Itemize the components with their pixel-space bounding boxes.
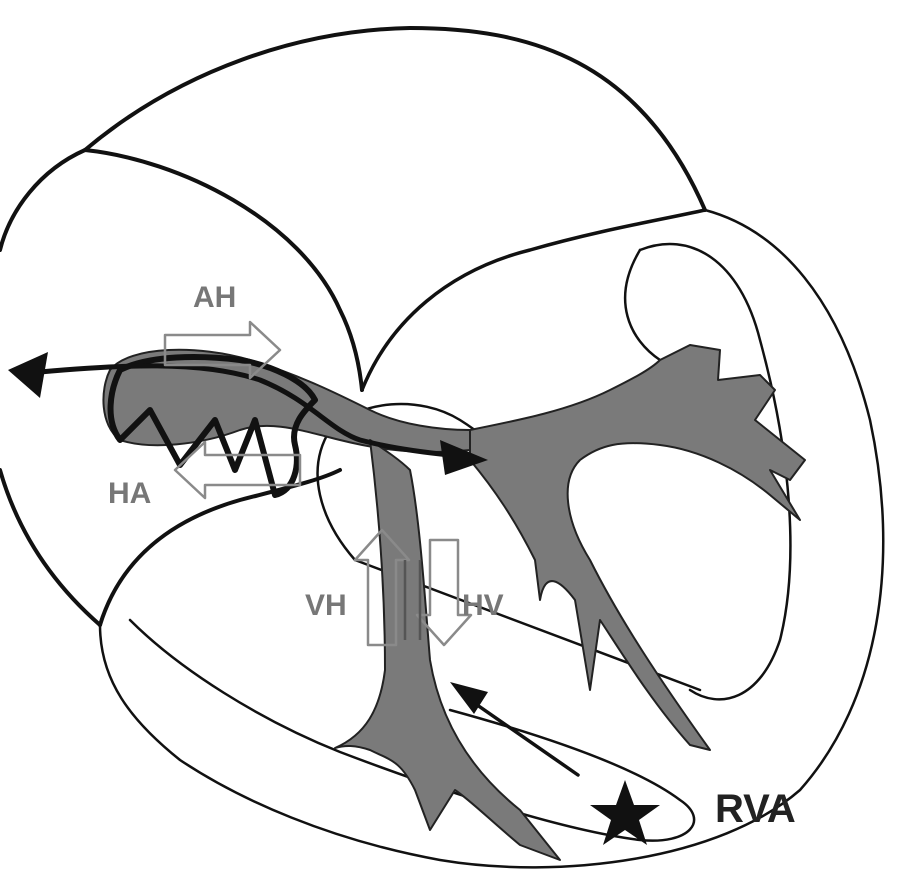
label-vh: VH — [305, 589, 347, 622]
left-bundle-branch — [470, 345, 805, 750]
heart-left-contour — [0, 150, 85, 250]
heart-left-lower-contour — [0, 470, 100, 625]
conduction-system — [103, 345, 805, 860]
av-groove-line — [362, 210, 705, 390]
label-rva: RVA — [715, 787, 796, 831]
arrowhead-left — [8, 352, 48, 398]
heart-top-contour — [85, 28, 705, 210]
septal-arc — [318, 430, 355, 560]
label-ah: AH — [193, 281, 236, 314]
label-ha: HA — [108, 477, 151, 510]
label-hv: HV — [462, 589, 504, 622]
star-icon — [590, 780, 660, 845]
lv-cavity-left-edge — [625, 250, 660, 360]
retrograde-arrow-shaft — [470, 700, 578, 775]
